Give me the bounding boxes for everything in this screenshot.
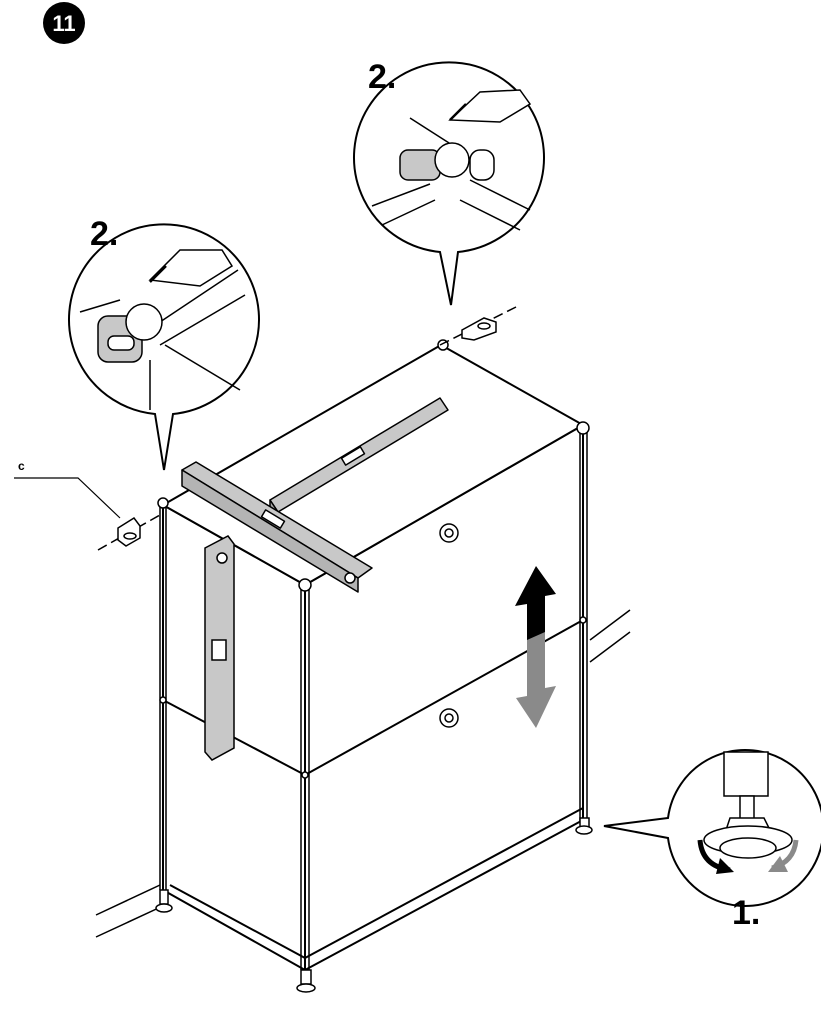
left-detail-callout xyxy=(68,223,260,471)
step-number: 11 xyxy=(52,11,75,36)
spirit-level-side xyxy=(204,535,235,761)
spirit-level-top-cross xyxy=(181,461,373,593)
top-detail-callout xyxy=(353,61,545,306)
tube-frame xyxy=(157,339,590,970)
wall-bracket-left xyxy=(97,514,161,551)
foot-detail-callout xyxy=(603,749,821,907)
wall-bracket-top xyxy=(439,304,521,346)
height-adjust-arrow xyxy=(515,566,556,728)
arrow-up xyxy=(515,566,556,658)
arrow-down xyxy=(516,632,556,728)
foot-callout-step-label: 1. xyxy=(732,894,760,932)
part-c-callout: c xyxy=(14,459,121,519)
floor-lines xyxy=(95,609,631,938)
cabinet-feet xyxy=(155,817,593,993)
part-letter-label: c xyxy=(18,459,25,473)
top-callout-step-label: 2. xyxy=(368,58,396,96)
drawer-knobs xyxy=(439,523,459,728)
left-callout-step-label: 2. xyxy=(90,215,118,253)
step-badge: 11 xyxy=(43,2,85,44)
